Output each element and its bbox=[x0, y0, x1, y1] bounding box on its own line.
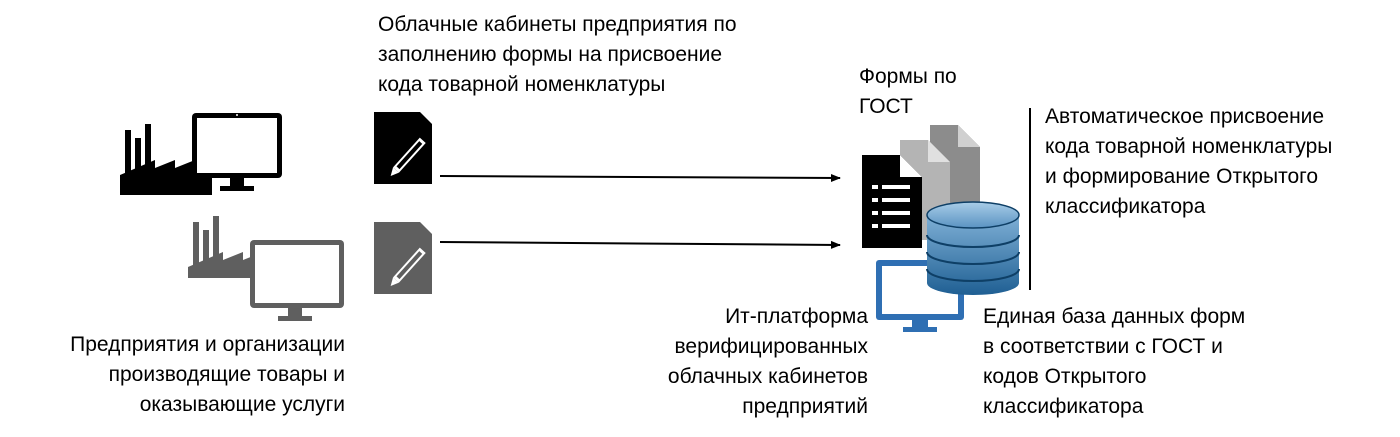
cloud-cabinets-caption: Облачные кабинеты предприятия по заполне… bbox=[378, 10, 737, 100]
caption-line: и формирование Открытого bbox=[1045, 165, 1319, 188]
caption-line: кода товарной номенклатуры bbox=[378, 73, 666, 96]
database-icon bbox=[926, 201, 1020, 295]
caption-line: верифицированных bbox=[674, 335, 868, 358]
caption-line: оказывающие услуги bbox=[139, 393, 345, 416]
caption-line: классификатора bbox=[1045, 195, 1206, 218]
gost-forms-caption: Формы по ГОСТ bbox=[859, 62, 957, 122]
enterprises-caption: Предприятия и организации производящие т… bbox=[70, 330, 345, 420]
caption-line: Предприятия и организации bbox=[70, 333, 345, 356]
caption-line: производящие товары и bbox=[108, 363, 345, 386]
it-platform-caption: Ит-платформа верифицированных облачных к… bbox=[668, 302, 868, 422]
gost-documents-icon bbox=[862, 125, 980, 248]
caption-line: Формы по bbox=[859, 65, 957, 88]
caption-line: кодов Открытого bbox=[983, 365, 1147, 388]
monitor-icon bbox=[192, 113, 282, 191]
database-caption: Единая база данных форм в соответствии с… bbox=[983, 302, 1245, 422]
caption-line: Облачные кабинеты предприятия по bbox=[378, 13, 737, 36]
caption-line: предприятий bbox=[742, 395, 868, 418]
flow-arrow bbox=[439, 173, 841, 182]
auto-assign-caption: Автоматическое присвоение кода товарной … bbox=[1045, 102, 1332, 222]
factory-icon bbox=[120, 124, 212, 195]
caption-line: классификатора bbox=[983, 395, 1144, 418]
caption-line: облачных кабинетов bbox=[667, 365, 868, 388]
monitor-icon bbox=[250, 240, 344, 321]
caption-line: заполнению формы на присвоение bbox=[378, 43, 723, 66]
caption-line: кода товарной номенклатуры bbox=[1045, 135, 1333, 158]
caption-line: Автоматическое присвоение bbox=[1045, 105, 1325, 128]
caption-line: ГОСТ bbox=[859, 95, 913, 118]
form-edit-icon bbox=[374, 112, 432, 184]
caption-line: в соответствии с ГОСТ и bbox=[983, 335, 1223, 358]
caption-line: Единая база данных форм bbox=[983, 305, 1246, 328]
flow-arrow bbox=[439, 240, 841, 249]
caption-line: Ит-платформа bbox=[725, 305, 868, 328]
form-edit-icon bbox=[374, 222, 432, 294]
